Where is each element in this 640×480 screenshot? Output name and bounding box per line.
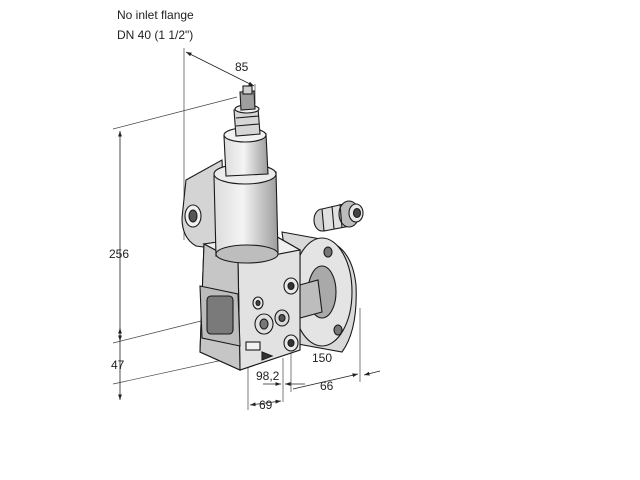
solenoid-cylinder: [213, 163, 279, 264]
outlet-flange: [281, 231, 357, 353]
gas-valve-illustration: [181, 85, 364, 371]
dimension-depth-flange: 150: [312, 351, 332, 365]
connector-stem: [223, 85, 269, 177]
front-ports: [245, 277, 299, 361]
dimension-flange-width: 66: [320, 379, 334, 393]
note-line-1: No inlet flange: [117, 8, 194, 22]
filter-screen: [199, 285, 241, 347]
dimension-height-base: 47: [111, 358, 125, 372]
dimension-height-main: 256: [109, 247, 129, 261]
dimension-offset: 98,2: [256, 369, 280, 383]
dimension-lines: [112, 48, 381, 410]
note-line-2: DN 40 (1 1/2"): [117, 28, 193, 42]
cable-gland: [313, 200, 364, 232]
dimension-top-width: 85: [235, 60, 249, 74]
dimension-base-width: 69: [259, 398, 273, 412]
